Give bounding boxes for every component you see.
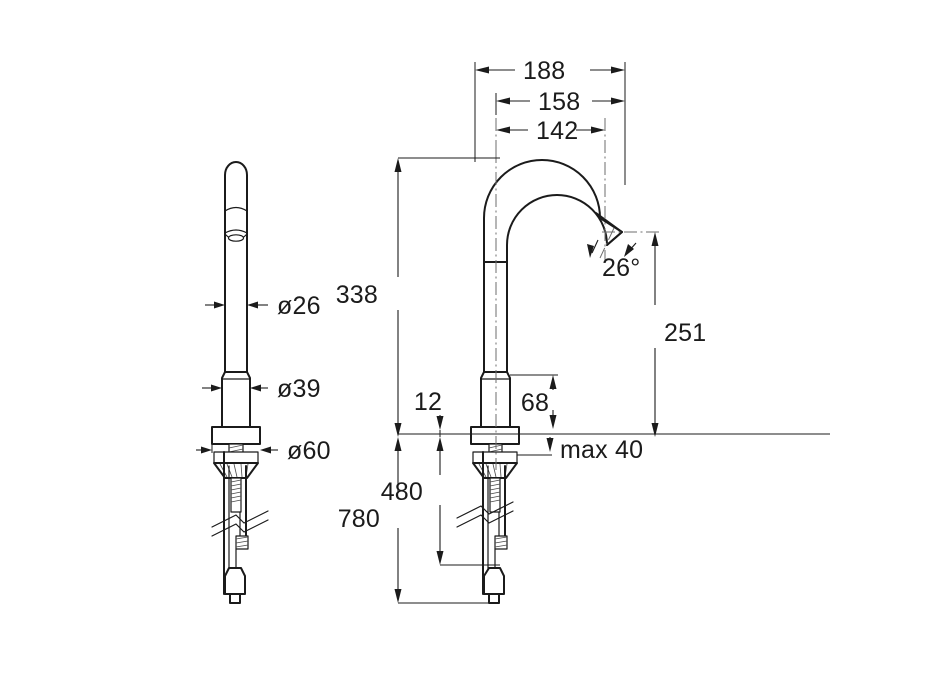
dim-label-diameter-body: ø39 xyxy=(277,375,321,403)
dim-label-height-body: 68 xyxy=(521,389,549,417)
front-view-tip-cut xyxy=(595,212,623,233)
dim-label-outlet-angle: 26° xyxy=(602,254,640,282)
dim-label-reach-outer: 188 xyxy=(523,57,565,85)
dim-label-reach-inner: 142 xyxy=(536,117,578,145)
dim-deck-thickness: max 40 xyxy=(517,436,643,464)
front-view-outlet-face xyxy=(606,231,623,246)
side-view-stem-hatching xyxy=(230,479,242,503)
side-view-lower-stem xyxy=(230,477,242,513)
side-view-aerator-hole xyxy=(227,234,245,242)
front-view-end-tip xyxy=(488,593,500,604)
dim-hose-short: 480 xyxy=(381,437,500,566)
dim-diameter-spout: ø26 xyxy=(205,292,321,320)
front-view-break-symbol xyxy=(456,501,514,519)
side-view-deck-flange xyxy=(211,426,261,445)
side-view-cap-seam-upper xyxy=(224,206,248,212)
side-view-cap-seam-lower xyxy=(224,229,248,234)
dim-outlet-angle: 26° xyxy=(587,239,640,282)
dim-label-diameter-spout: ø26 xyxy=(277,292,321,320)
front-view-fitting-hatching xyxy=(494,536,508,548)
dim-hose-long: 780 xyxy=(338,437,500,604)
side-view-break-symbol-2 xyxy=(211,519,269,537)
front-view-deck-flange xyxy=(470,426,520,445)
dim-height-body: 68 xyxy=(510,374,558,429)
side-view-group: ø26 ø39 ø60 xyxy=(196,161,331,604)
front-view-end-connector xyxy=(483,567,505,595)
dim-height-total: 338 xyxy=(336,157,500,437)
dim-offset-small: 12 xyxy=(414,388,444,437)
front-view-group xyxy=(456,118,660,604)
side-view-fitting-hatching xyxy=(235,536,249,548)
side-view-break-symbol xyxy=(211,510,269,528)
front-view-lower-stem xyxy=(489,477,501,513)
dim-label-reach-middle: 158 xyxy=(538,88,580,116)
dim-label-height-total: 338 xyxy=(336,281,378,309)
dim-label-offset-small: 12 xyxy=(414,388,442,416)
side-view-washer xyxy=(213,451,259,464)
dim-reach-inner: 142 xyxy=(496,117,605,145)
side-view-end-tip xyxy=(229,593,241,604)
dim-reach-middle: 158 xyxy=(495,88,625,116)
dim-diameter-body: ø39 xyxy=(202,375,321,403)
dim-label-deck-thickness: max 40 xyxy=(560,436,643,464)
dim-label-diameter-base: ø60 xyxy=(287,437,331,465)
front-view-stem-hatching xyxy=(489,479,501,503)
dim-diameter-base: ø60 xyxy=(196,437,331,465)
front-view-break-symbol-2 xyxy=(456,510,514,528)
front-view-washer xyxy=(472,451,518,464)
side-view-collar xyxy=(221,371,251,428)
dim-reach-outer: 188 xyxy=(474,57,626,185)
side-view-end-connector xyxy=(224,567,246,595)
dim-label-height-outlet: 251 xyxy=(664,319,706,347)
dim-height-outlet: 251 xyxy=(651,232,706,437)
dim-label-hose-long: 780 xyxy=(338,505,380,533)
dim-label-hose-short: 480 xyxy=(381,478,423,506)
side-view-spout-cap xyxy=(224,161,248,373)
centerline-outlet-angled xyxy=(599,227,615,259)
